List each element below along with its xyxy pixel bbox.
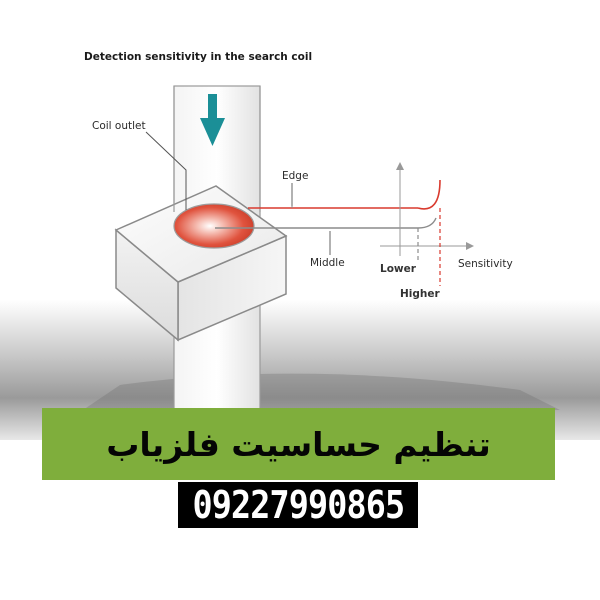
- banner: تنظیم حساسیت فلزیاب: [42, 408, 555, 480]
- label-coil-outlet: Coil outlet: [92, 120, 146, 132]
- middle-curve: [417, 217, 437, 229]
- edge-curve: [417, 179, 441, 210]
- coil-outlet-glow: [173, 203, 255, 249]
- graph-x-arrow: [466, 242, 474, 250]
- coil-outlet-leader: [145, 131, 187, 210]
- banner-text: تنظیم حساسیت فلزیاب: [106, 424, 491, 464]
- label-sensitivity: Sensitivity: [458, 258, 513, 270]
- phone-number: 09227990865: [192, 483, 405, 527]
- diagram-title: Detection sensitivity in the search coil: [84, 51, 312, 63]
- graph-y-arrow: [396, 162, 404, 170]
- down-arrow-icon: [200, 94, 225, 146]
- label-edge: Edge: [282, 170, 308, 182]
- label-lower: Lower: [380, 263, 417, 275]
- phone-box: 09227990865: [178, 482, 418, 528]
- label-middle: Middle: [310, 257, 345, 269]
- label-higher: Higher: [400, 288, 440, 300]
